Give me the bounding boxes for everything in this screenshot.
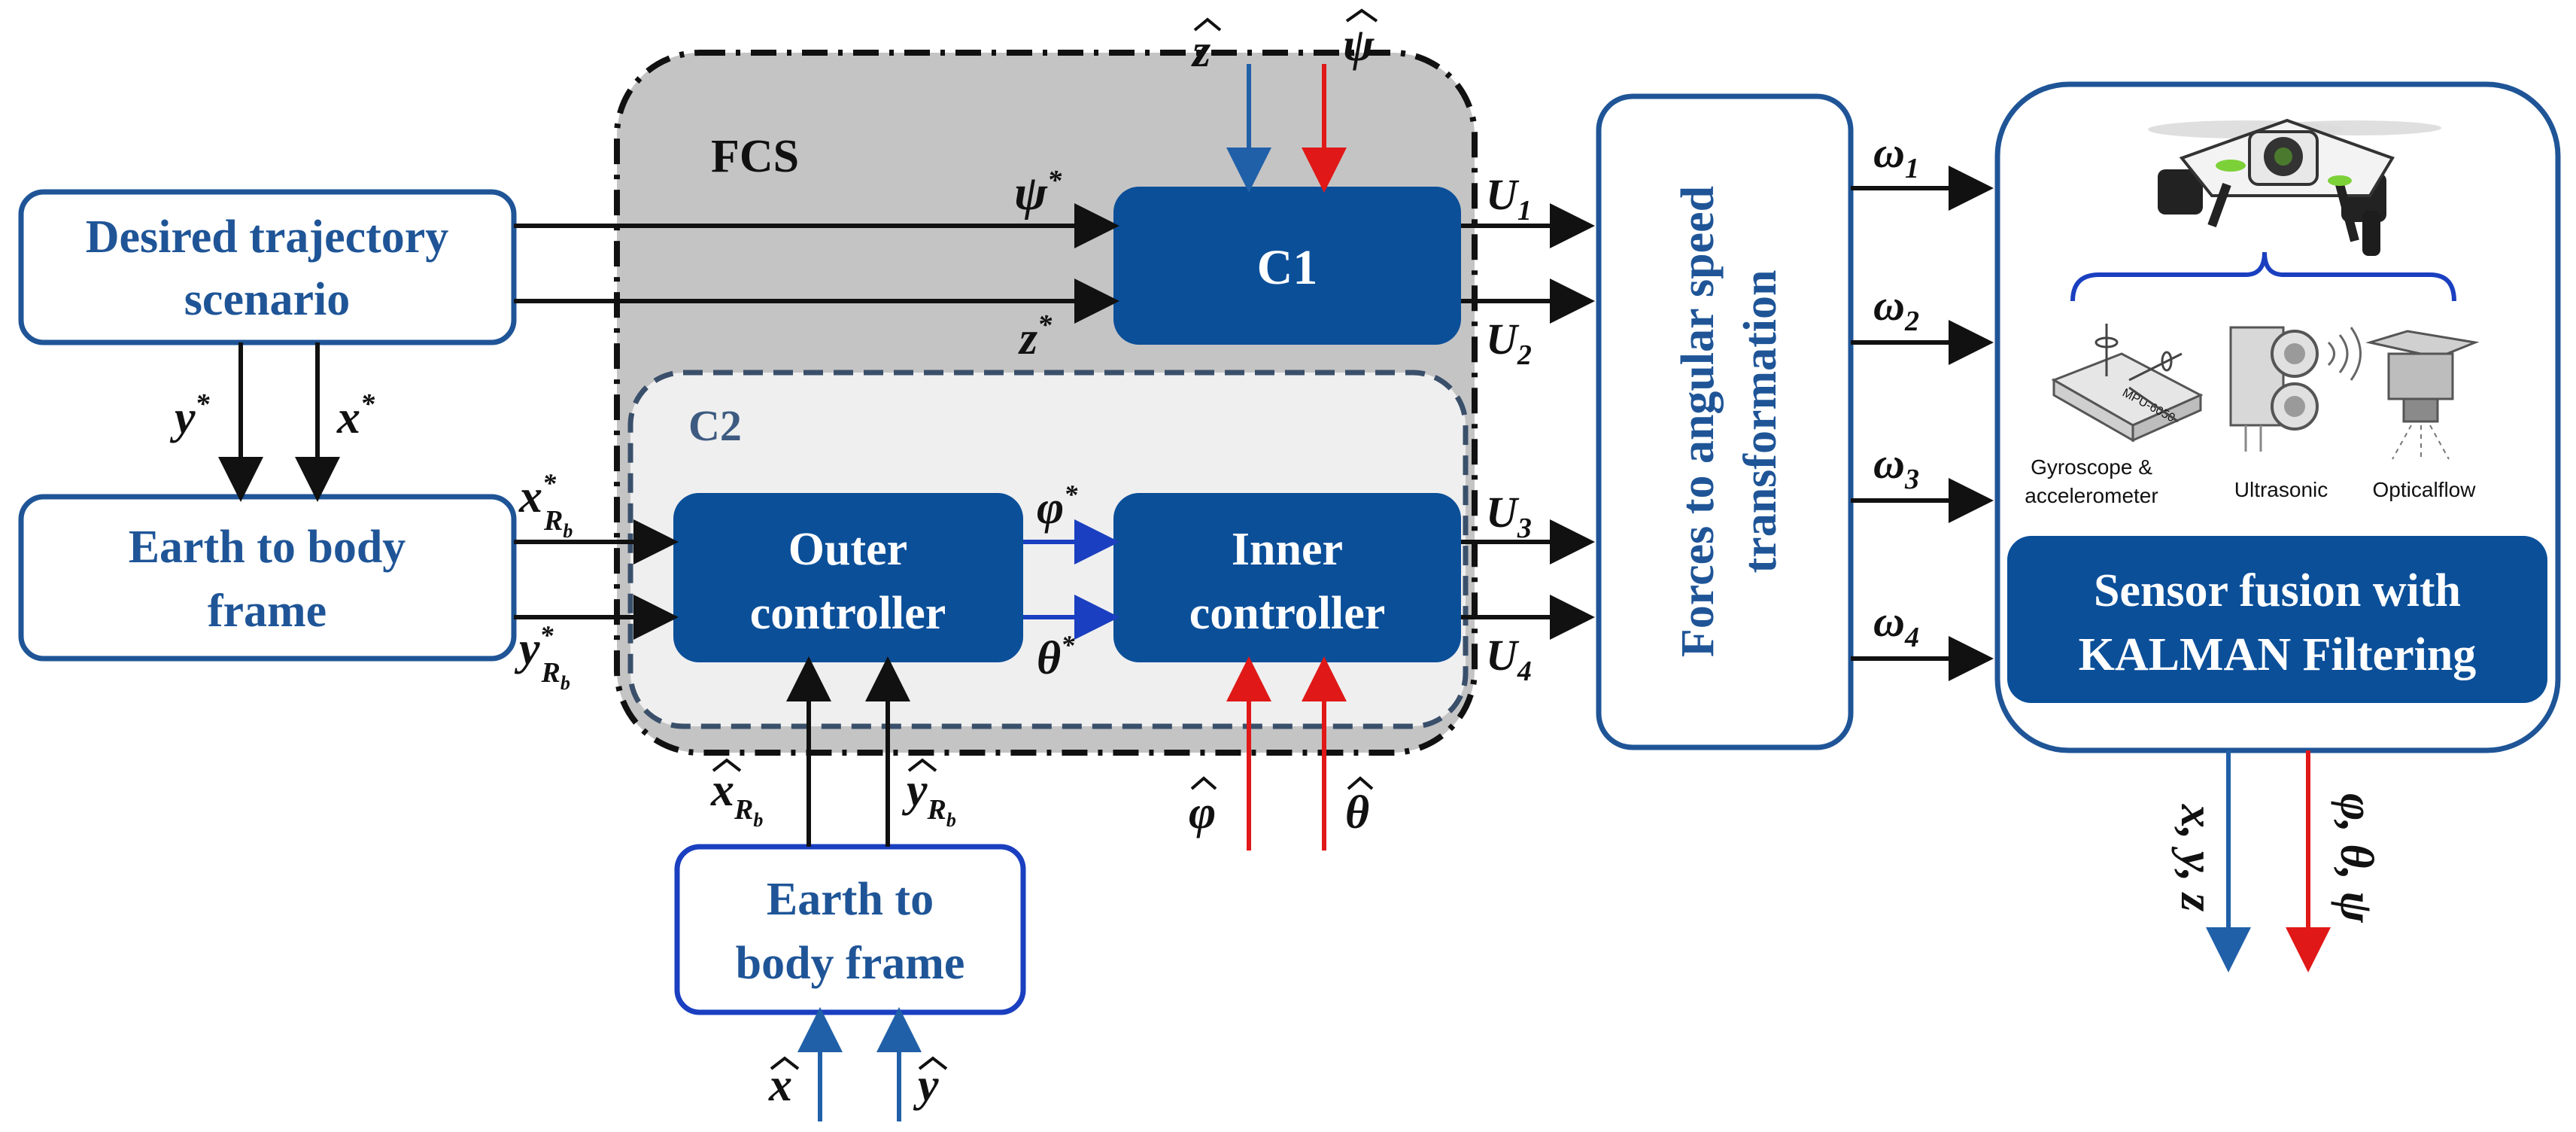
c1-label: C1	[1257, 240, 1318, 295]
label-w4: ω4	[1873, 597, 1919, 653]
hat-x	[770, 1056, 800, 1070]
ultrasonic-sensor-icon	[2229, 326, 2362, 452]
ultrasonic-label: Ultrasonic	[2234, 478, 2328, 501]
label-y-rb-hat: yRb	[901, 765, 956, 831]
label-x-rb-hat: xRb	[710, 765, 763, 831]
desired-trajectory-line1: Desired trajectory	[86, 211, 449, 263]
label-y-star: y*	[169, 388, 211, 443]
earth-left-line2: frame	[208, 586, 327, 637]
inner-controller-line2: controller	[1189, 588, 1386, 639]
earth-bottom-line2: body frame	[736, 938, 965, 989]
hat-x-rb	[712, 758, 742, 772]
optical-flow-label: Opticalflow	[2373, 478, 2477, 501]
label-y-rb-star: y*Rb	[514, 620, 570, 694]
sensor-fusion-block	[2007, 536, 2547, 703]
sensor-brace	[2070, 251, 2456, 302]
label-u2: U2	[1486, 315, 1532, 371]
earth-to-body-left-block	[18, 494, 517, 662]
label-phi-hat: φ	[1189, 787, 1216, 838]
outer-controller-block	[673, 493, 1023, 662]
label-theta-hat: θ	[1345, 787, 1369, 838]
sensor-fusion-line1: Sensor fusion with	[2094, 565, 2461, 616]
label-out-angles: φ, θ, ψ	[2331, 793, 2382, 923]
label-u3: U3	[1486, 488, 1532, 544]
drone-illustration	[2148, 118, 2441, 256]
label-y-hat: y	[913, 1060, 939, 1111]
label-z-hat: z	[1191, 26, 1211, 77]
desired-trajectory-block	[18, 189, 517, 345]
hat-phi	[1190, 776, 1217, 790]
gyroscope-icon: MPU-6050	[2051, 324, 2204, 443]
gyro-label-line1: Gyroscope &	[2031, 455, 2152, 479]
label-w2: ω2	[1873, 281, 1919, 337]
inner-controller-block	[1113, 493, 1461, 662]
c1-block	[1113, 187, 1461, 345]
earth-left-line1: Earth to body	[129, 522, 406, 573]
forces-line2: transformation	[1735, 270, 1786, 574]
label-w1: ω1	[1873, 128, 1919, 184]
sensor-fusion-line2: KALMAN Filtering	[2079, 629, 2477, 680]
forces-transformation-block	[1596, 93, 1854, 750]
label-theta-star: θ*	[1037, 630, 1075, 684]
forces-line1: Forces to angular speed	[1672, 186, 1724, 657]
label-w3: ω3	[1873, 439, 1919, 495]
label-u1: U1	[1486, 170, 1532, 227]
outer-controller-line2: controller	[750, 588, 946, 639]
inner-controller-line1: Inner	[1232, 524, 1343, 575]
hat-z	[1193, 17, 1222, 32]
label-out-xyz: x, y, z	[2171, 804, 2222, 911]
label-x-rb-star: x*Rb	[518, 468, 573, 542]
c2-label: C2	[688, 401, 742, 450]
label-x-star: x*	[336, 388, 375, 443]
label-phi-star: φ*	[1037, 479, 1078, 534]
hat-y-rb	[907, 758, 937, 772]
outer-controller-line1: Outer	[788, 524, 907, 575]
earth-to-body-bottom-block	[674, 844, 1026, 1015]
label-u4: U4	[1486, 631, 1532, 687]
hat-y	[918, 1056, 948, 1070]
earth-bottom-line1: Earth to	[767, 874, 934, 925]
hat-psi	[1345, 8, 1378, 23]
desired-trajectory-line2: scenario	[184, 274, 350, 325]
label-psi-hat: ψ	[1343, 20, 1375, 71]
label-psi-star: ψ*	[1014, 165, 1062, 221]
hat-theta	[1347, 776, 1374, 790]
fcs-label: FCS	[711, 131, 799, 182]
gyro-label-line2: accelerometer	[2025, 484, 2158, 507]
label-z-star: z*	[1018, 309, 1053, 364]
optical-flow-sensor-icon	[2365, 330, 2480, 461]
